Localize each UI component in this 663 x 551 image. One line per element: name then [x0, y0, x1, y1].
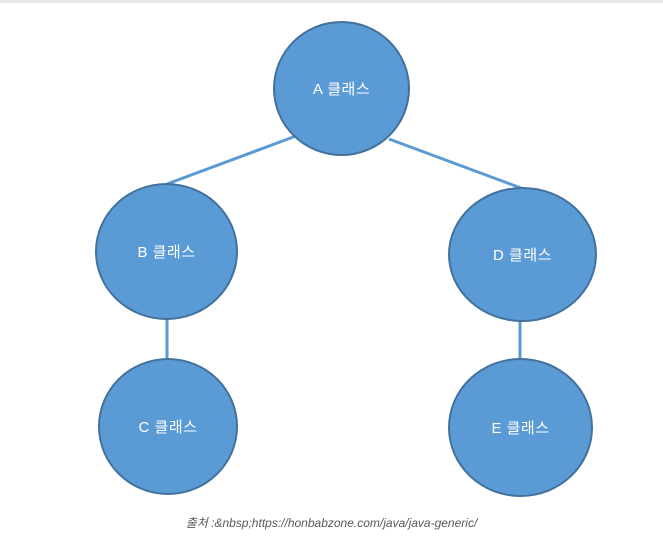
edge-a-b: [166, 134, 297, 186]
diagram-node-b: B 클래스: [95, 183, 238, 320]
node-a-label: A 클래스: [312, 81, 371, 98]
edge-a-d: [388, 137, 522, 190]
node-b-label: B 클래스: [137, 244, 196, 261]
diagram-node-a: A 클래스: [273, 21, 410, 156]
node-e-label: E 클래스: [491, 420, 550, 437]
page-top-divider: [0, 0, 663, 3]
diagram-node-d: D 클래스: [448, 187, 597, 322]
node-c-label: C 클래스: [138, 419, 198, 436]
image-source-caption: 출처 :&nbsp;https://honbabzone.com/java/ja…: [185, 516, 478, 530]
diagram-node-c: C 클래스: [98, 358, 238, 495]
node-d-label: D 클래스: [493, 247, 552, 264]
diagram-node-e: E 클래스: [448, 358, 593, 497]
